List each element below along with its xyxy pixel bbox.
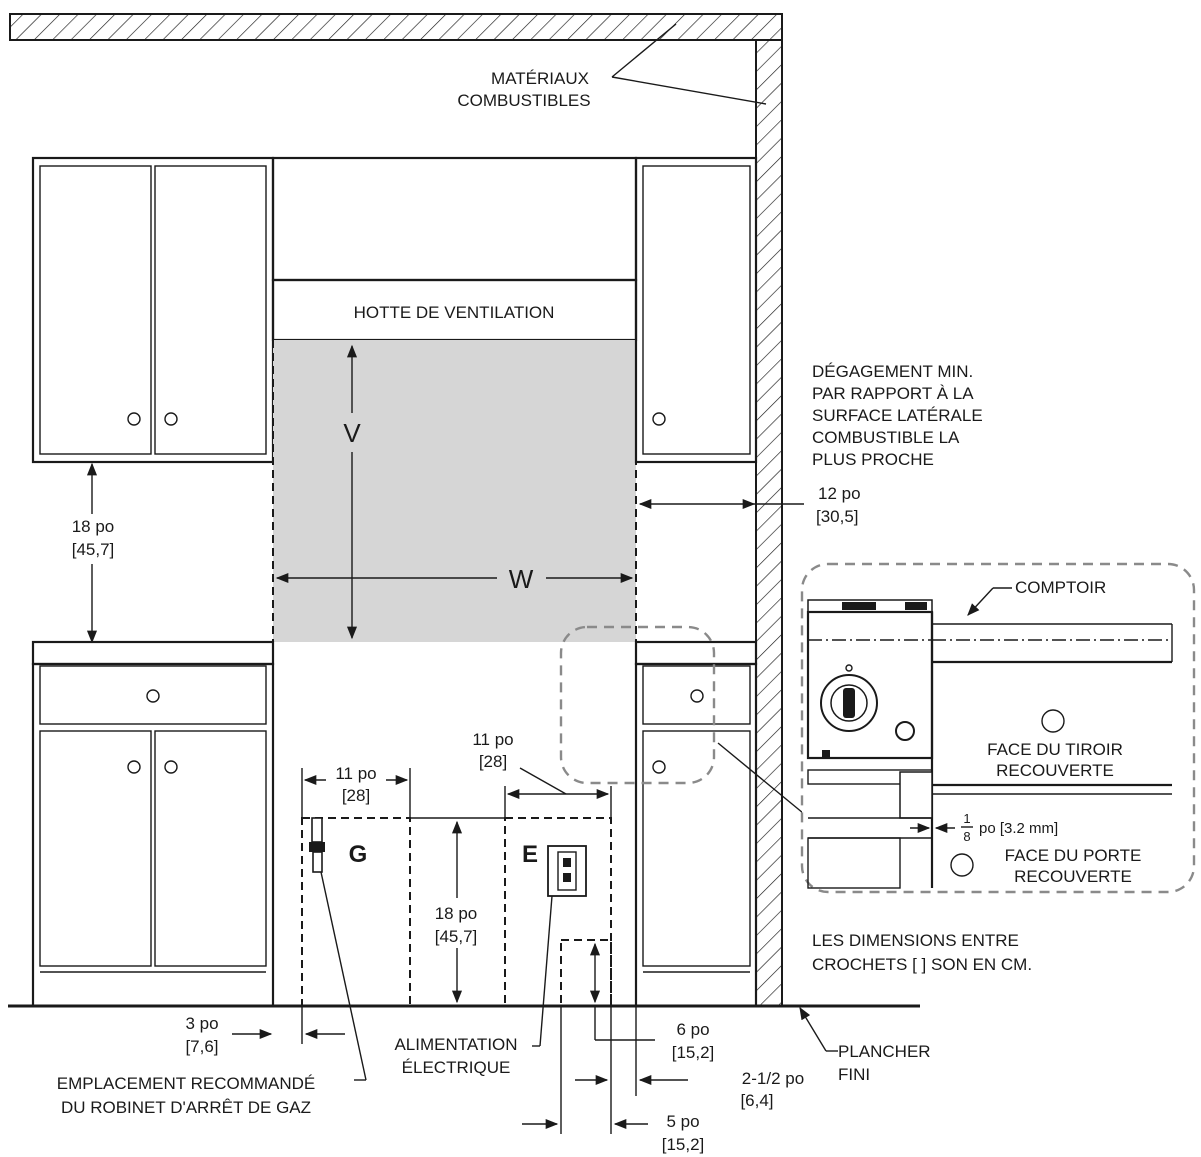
outlet-icon [547, 845, 587, 897]
knob-icon [127, 412, 141, 426]
combustibles-label-2: COMBUSTIBLES [457, 91, 590, 110]
power-label-2: ÉLECTRIQUE [402, 1058, 511, 1077]
knob-icon [652, 412, 666, 426]
combustibles-label-1: MATÉRIAUX [491, 69, 589, 88]
knob-icon [652, 760, 666, 774]
dim-5-cm: [15,2] [662, 1135, 705, 1154]
dim-11-gas-cm: [28] [342, 786, 370, 805]
door-face-label-1: FACE DU PORTE [1005, 846, 1142, 865]
detail-inset: FACE DU TIROIR RECOUVERTE FACE DU PORTE … [800, 562, 1196, 894]
upper-left-cabinet [31, 156, 275, 464]
combustibles-leader-side [611, 76, 767, 105]
knob-icon [146, 689, 160, 703]
dim-11-electrical-cm: [28] [479, 752, 507, 771]
dim-11-electrical-in: 11 po [472, 730, 513, 749]
power-leader [539, 895, 553, 1047]
upper-right-cabinet [634, 156, 758, 464]
detail-callout-marker [559, 625, 716, 785]
countertop-label: COMPTOIR [1015, 578, 1106, 597]
door-knob-icon [950, 853, 974, 877]
lower-right-cabinet [634, 640, 758, 1008]
dim-18-upper-in: 18 po [72, 517, 115, 536]
dim-6-in: 6 po [676, 1020, 709, 1039]
gas-valve-icon [309, 817, 325, 873]
electrical-zone-label: E [522, 841, 538, 868]
dim-12-cm: [30,5] [816, 507, 859, 526]
gas-valve-label-1: EMPLACEMENT RECOMMANDÉ [57, 1074, 316, 1093]
dim-11-gas-in: 11 po [335, 764, 376, 783]
dim-2half-cm: [6,4] [740, 1091, 773, 1110]
dimension-note-2: CROCHETS [ ] SON EN CM. [812, 955, 1032, 974]
knob-icon [127, 760, 141, 774]
combustibles-leader-top [611, 23, 677, 78]
electrical-zone [504, 817, 612, 1007]
electrical-subzone [560, 939, 612, 1007]
knob-icon [690, 689, 704, 703]
power-label-1: ALIMENTATION [394, 1035, 517, 1054]
clearance-zone [273, 340, 636, 642]
knob-icon [164, 412, 178, 426]
eighth-numerator: 1 [963, 811, 970, 826]
clearance-label-3: SURFACE LATÉRALE [812, 406, 983, 425]
dim-6-cm: [15,2] [672, 1043, 715, 1062]
drawer-knob-icon [1041, 709, 1065, 733]
v-label: V [343, 418, 361, 448]
dim-5-in: 5 po [666, 1112, 699, 1131]
gas-zone [301, 817, 411, 1007]
floor-label-1: PLANCHER [838, 1042, 931, 1061]
floor-label-2: FINI [838, 1065, 870, 1084]
clearance-label-1: DÉGAGEMENT MIN. [812, 362, 973, 381]
dim-18-upper-cm: [45,7] [72, 540, 115, 559]
dimension-note-1: LES DIMENSIONS ENTRE [812, 931, 1019, 950]
dim-2half-in: 2-1/2 po [742, 1069, 804, 1088]
lower-left-cabinet [31, 640, 275, 1008]
w-label: W [509, 564, 534, 594]
dim-18-lower-in: 18 po [435, 904, 478, 923]
gas-valve-leader [320, 871, 367, 1081]
door-face-label-2: RECOUVERTE [1014, 867, 1132, 886]
eighth-denominator: 8 [963, 829, 970, 844]
dim-3-in: 3 po [185, 1014, 218, 1033]
countertop-leader [967, 587, 994, 616]
side-wall [755, 39, 783, 1007]
drawer-face-label-1: FACE DU TIROIR [987, 740, 1123, 759]
eighth-dimension-text: po [3.2 mm] [979, 820, 1058, 837]
drawer-face-label-2: RECOUVERTE [996, 761, 1114, 780]
floor-leader [799, 1006, 827, 1052]
detail-callout-leader [717, 742, 804, 814]
clearance-label-5: PLUS PROCHE [812, 450, 934, 469]
hood-label: HOTTE DE VENTILATION [354, 303, 555, 322]
gas-zone-label: G [349, 841, 368, 868]
dim-12-in: 12 po [818, 484, 861, 503]
clearance-label-2: PAR RAPPORT À LA [812, 384, 974, 403]
dim-18-lower-cm: [45,7] [435, 927, 478, 946]
knob-icon [164, 760, 178, 774]
gas-valve-label-2: DU ROBINET D'ARRÊT DE GAZ [61, 1098, 311, 1117]
ceiling [9, 13, 783, 41]
soffit [271, 156, 638, 282]
clearance-label-4: COMBUSTIBLE LA [812, 428, 960, 447]
dim-3-cm: [7,6] [185, 1037, 218, 1056]
